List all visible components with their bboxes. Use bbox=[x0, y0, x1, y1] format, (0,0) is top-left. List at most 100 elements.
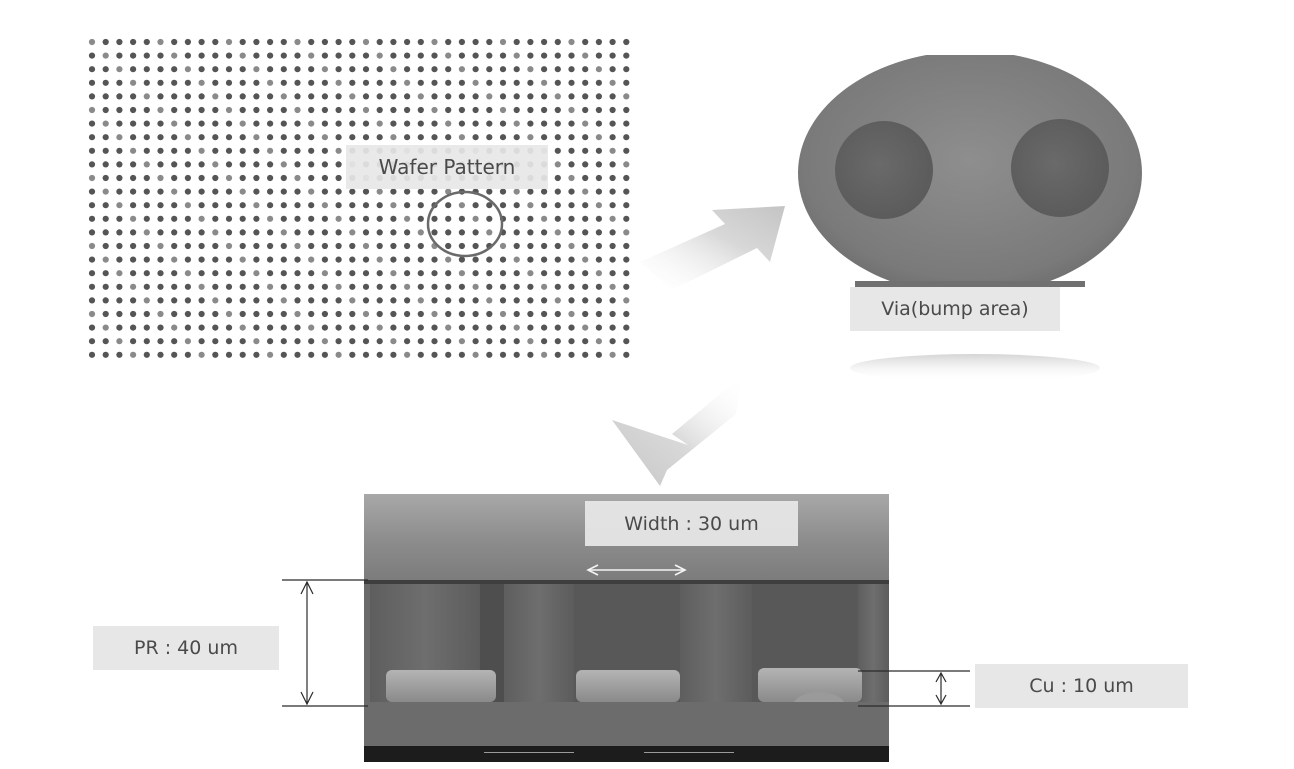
wafer-dot bbox=[417, 256, 424, 263]
wafer-dot bbox=[184, 147, 191, 154]
wafer-dot bbox=[212, 310, 219, 318]
wafer-dot bbox=[541, 215, 548, 222]
wafer-dot bbox=[595, 66, 602, 73]
wafer-dot bbox=[554, 174, 561, 182]
wafer-dot bbox=[116, 120, 123, 127]
wafer-dot bbox=[417, 106, 424, 114]
wafer-dot bbox=[527, 351, 534, 358]
wafer-dot bbox=[321, 147, 328, 154]
wafer-dot bbox=[582, 147, 589, 154]
wafer-dot bbox=[116, 79, 123, 86]
wafer-dot bbox=[267, 188, 274, 195]
wafer-dot bbox=[568, 120, 575, 127]
wafer-dot bbox=[335, 188, 342, 195]
wafer-dot bbox=[623, 202, 630, 209]
wafer-dot bbox=[102, 38, 109, 46]
wafer-dot bbox=[390, 215, 397, 222]
wafer-dot bbox=[253, 297, 260, 304]
wafer-dot bbox=[541, 229, 548, 236]
wafer-dot bbox=[335, 161, 342, 168]
wafer-dot bbox=[143, 256, 150, 263]
wafer-dot bbox=[554, 324, 561, 331]
wafer-dot bbox=[623, 310, 630, 318]
wafer-dot bbox=[445, 283, 452, 290]
wafer-dot bbox=[130, 52, 137, 59]
wafer-dot bbox=[294, 270, 301, 277]
wafer-dot bbox=[595, 79, 602, 86]
wafer-dot bbox=[157, 310, 164, 318]
wafer-dot bbox=[595, 324, 602, 331]
wafer-dot bbox=[513, 188, 520, 195]
wafer-dot bbox=[609, 188, 616, 195]
wafer-dot bbox=[184, 283, 191, 290]
wafer-dot bbox=[595, 351, 602, 358]
wafer-dot bbox=[88, 134, 96, 141]
wafer-dot bbox=[294, 256, 301, 263]
wafer-dot bbox=[527, 310, 534, 318]
wafer-dot bbox=[458, 106, 465, 114]
wafer-dot bbox=[582, 351, 589, 358]
wafer-dot bbox=[362, 38, 370, 46]
wafer-dot bbox=[225, 324, 233, 331]
wafer-dot bbox=[582, 161, 589, 168]
wafer-dot bbox=[157, 174, 164, 182]
wafer-dot bbox=[499, 93, 507, 100]
wafer-dot bbox=[554, 202, 561, 209]
wafer-dot bbox=[157, 134, 164, 141]
wafer-dot bbox=[554, 310, 561, 318]
wafer-dot bbox=[376, 66, 383, 73]
wafer-dot bbox=[253, 202, 260, 209]
wafer-dot bbox=[253, 106, 260, 114]
wafer-dot bbox=[404, 270, 411, 277]
wafer-dot bbox=[171, 338, 178, 345]
wafer-dot bbox=[486, 324, 493, 331]
wafer-dot bbox=[88, 120, 96, 127]
wafer-dot bbox=[431, 324, 438, 331]
wafer-dot bbox=[335, 256, 342, 263]
wafer-dot bbox=[376, 79, 383, 86]
wafer-dot bbox=[417, 351, 424, 358]
wafer-dot bbox=[308, 215, 315, 222]
wafer-dot bbox=[554, 120, 561, 127]
wafer-dot bbox=[171, 120, 178, 127]
wafer-dot bbox=[541, 38, 548, 46]
wafer-dot bbox=[362, 134, 370, 141]
wafer-dot bbox=[294, 324, 301, 331]
wafer-dot bbox=[212, 79, 219, 86]
wafer-dot bbox=[335, 174, 342, 182]
wafer-dot bbox=[349, 38, 356, 46]
wafer-dot bbox=[253, 256, 260, 263]
wafer-dot bbox=[445, 229, 452, 236]
wafer-dot bbox=[253, 120, 260, 127]
wafer-dot bbox=[280, 66, 287, 73]
wafer-dot bbox=[130, 93, 137, 100]
wafer-dot bbox=[102, 351, 109, 358]
wafer-dot bbox=[472, 120, 479, 127]
wafer-dot bbox=[130, 310, 137, 318]
wafer-dot bbox=[486, 256, 493, 263]
wafer-dot bbox=[116, 134, 123, 141]
wafer-dot bbox=[404, 52, 411, 59]
wafer-dot bbox=[513, 351, 520, 358]
wafer-dot bbox=[527, 106, 534, 114]
wafer-dot bbox=[445, 215, 452, 222]
wafer-dot bbox=[212, 256, 219, 263]
wafer-dot bbox=[88, 256, 96, 263]
wafer-dot bbox=[609, 174, 616, 182]
wafer-dot bbox=[349, 229, 356, 236]
wafer-dot bbox=[198, 188, 205, 195]
wafer-dot bbox=[568, 297, 575, 304]
wafer-pattern-image bbox=[88, 38, 630, 358]
wafer-dot bbox=[239, 310, 246, 318]
wafer-dot bbox=[294, 351, 301, 358]
wafer-dot bbox=[554, 147, 561, 154]
wafer-dot bbox=[458, 297, 465, 304]
wafer-dot bbox=[212, 215, 219, 222]
wafer-dot bbox=[184, 242, 191, 250]
wafer-dot bbox=[88, 297, 96, 304]
wafer-dot bbox=[417, 283, 424, 290]
wafer-dot bbox=[431, 338, 438, 345]
wafer-dot bbox=[267, 324, 274, 331]
wafer-dot bbox=[568, 188, 575, 195]
wafer-dot bbox=[568, 324, 575, 331]
